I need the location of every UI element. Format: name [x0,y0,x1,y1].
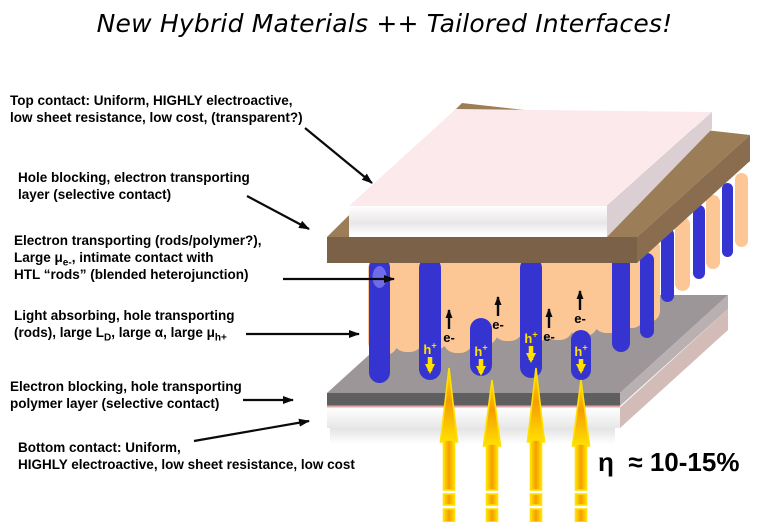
etl-rod [640,253,654,338]
htl-rod [675,217,690,291]
hole-label: h+ [524,329,538,346]
etl-rod-array [369,253,654,383]
etl-rod [722,183,733,257]
label-light-absorbing: Light absorbing, hole transporting(rods)… [14,308,235,344]
hole-blocking-front-face [327,237,637,263]
electron-label: e- [543,329,555,344]
hole-blocking-side-face [637,135,750,263]
light-arrow [482,379,502,522]
light-arrow [439,367,459,522]
bottom-contact-side-face [620,309,728,428]
htl-rod [443,256,473,353]
htl-rod [393,256,423,352]
light-arrow [526,367,546,522]
polymer-layer-side-face [620,295,728,406]
hole-label: h+ [474,342,488,359]
etl-rod [612,255,630,352]
pointer-top-contact [304,127,373,184]
top-contact-side-face [607,112,712,237]
etl-rod [369,257,390,383]
electron-label: e- [492,317,504,332]
htl-rod [735,173,748,247]
incident-light-arrows [439,367,591,522]
top-contact-top-face [349,109,712,206]
pointer-bottom-contact [193,418,310,443]
etl-rod [693,205,705,279]
annotation-arrows [193,127,395,443]
efficiency-label: η ≈ 10-15% [598,447,740,477]
interface-line [327,405,620,408]
polymer-layer-front-face [327,393,620,406]
label-bottom-contact: Bottom contact: Uniform,HIGHLY electroac… [18,440,355,472]
htl-rod [543,256,573,340]
bottom-contact-front-face [327,407,620,428]
hole-label: h+ [574,342,588,359]
rod-highlight [372,266,387,288]
etl-rod [661,228,674,302]
electron-label: e- [574,311,586,326]
pointer-hole-blocking [246,195,310,230]
electron-label: e- [443,330,455,345]
htl-rod [493,256,523,341]
hole-label: h+ [423,340,437,357]
etl-rod [419,257,441,380]
htl-rod [706,195,720,269]
top-contact-slab [349,109,712,237]
etl-rod [470,318,492,376]
slide-title: New Hybrid Materials ++ Tailored Interfa… [96,9,673,38]
ground-shadow [330,428,615,444]
light-arrow [571,379,591,522]
top-contact-front-face [349,206,607,237]
label-electron-transporting: Electron transporting (rods/polymer?),La… [14,233,262,282]
label-top-contact: Top contact: Uniform, HIGHLY electroacti… [10,93,303,125]
etl-rod [520,257,542,378]
carrier-arrows [425,290,586,376]
